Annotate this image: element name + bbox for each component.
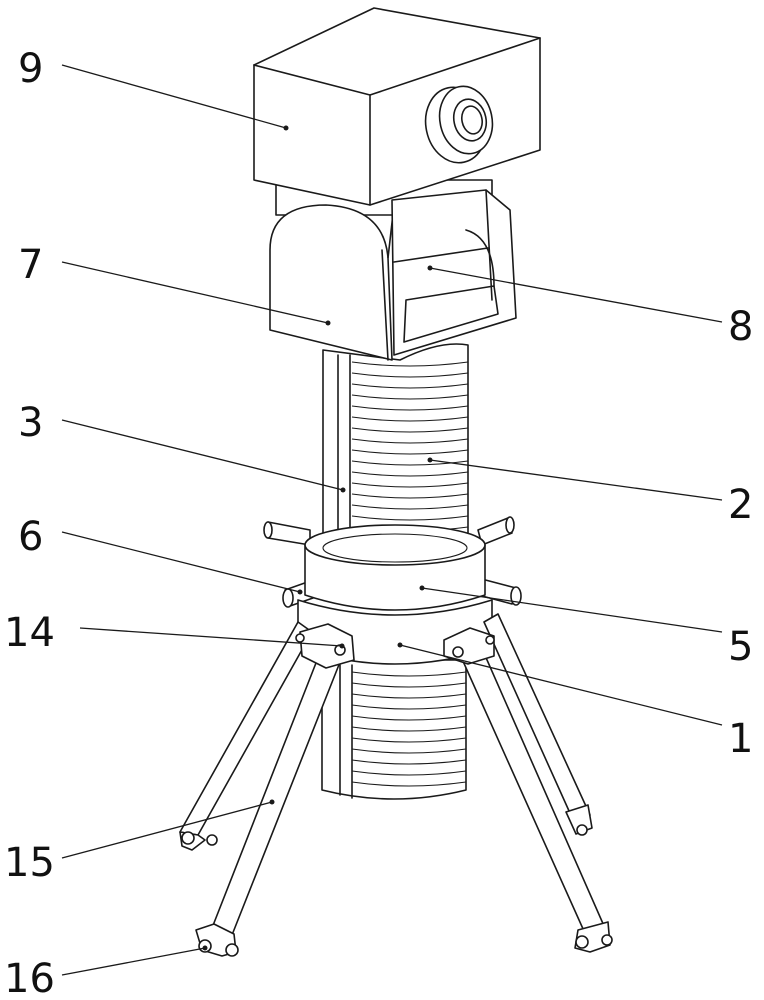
- callout-labels: 9 7 8 3 2 6 5 14 1 15 16: [4, 46, 753, 1000]
- thread-ring: [351, 682, 467, 688]
- thread-ring: [351, 460, 469, 466]
- upper-collar: [304, 524, 486, 611]
- thread-ring: [351, 482, 469, 488]
- label-1: 1: [728, 716, 753, 762]
- thread-ring: [351, 416, 469, 422]
- label-16: 16: [4, 956, 55, 1000]
- upper-threaded-column: [322, 343, 469, 561]
- thread-ring: [351, 737, 467, 743]
- label-15: 15: [4, 840, 55, 886]
- label-2: 2: [728, 482, 753, 528]
- label-8: 8: [728, 304, 753, 350]
- label-14: 14: [4, 610, 55, 656]
- thread-ring: [351, 405, 469, 411]
- thread-ring: [351, 759, 467, 765]
- label-3: 3: [18, 400, 43, 446]
- thread-ring: [351, 504, 469, 510]
- lower-threaded-column: [321, 659, 467, 800]
- thread-ring: [351, 438, 469, 444]
- thread-ring: [351, 515, 469, 521]
- thread-ring: [351, 427, 469, 433]
- legs: [179, 613, 613, 957]
- thread-ring: [351, 471, 469, 477]
- label-7: 7: [18, 242, 43, 288]
- camera-box: [253, 7, 541, 206]
- thread-ring: [351, 383, 469, 389]
- thread-ring: [351, 372, 469, 378]
- thread-ring: [351, 693, 467, 699]
- leader-lines: [61, 64, 723, 976]
- thread-ring: [351, 394, 469, 400]
- thread-ring: [351, 704, 467, 710]
- thread-ring: [351, 715, 467, 721]
- thread-ring: [351, 671, 467, 677]
- thread-ring: [351, 726, 467, 732]
- label-6: 6: [18, 514, 43, 560]
- label-9: 9: [18, 46, 43, 92]
- thread-ring: [351, 449, 469, 455]
- thread-ring: [351, 361, 469, 367]
- thread-ring: [351, 781, 467, 787]
- label-5: 5: [728, 624, 753, 670]
- thread-ring: [351, 748, 467, 754]
- lens-icon: [424, 85, 494, 164]
- thread-ring: [351, 493, 469, 499]
- thread-ring: [351, 770, 467, 776]
